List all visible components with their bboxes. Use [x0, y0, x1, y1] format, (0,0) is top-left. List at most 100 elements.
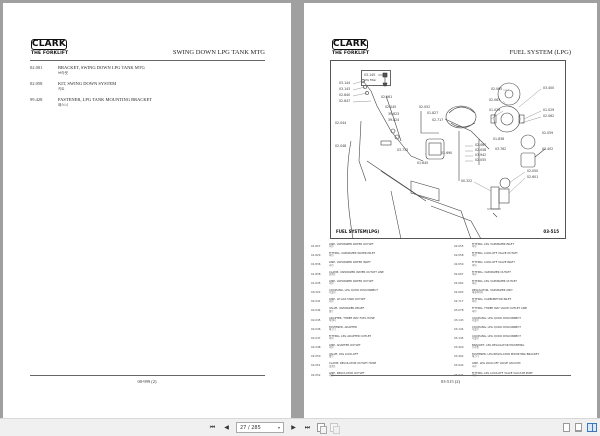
footer-divider [30, 375, 265, 376]
part-number: 01.645 [311, 280, 321, 285]
part-number: 03.143 [454, 317, 464, 322]
diagram-code: 03-515 [543, 229, 559, 234]
title-divider [30, 60, 265, 61]
part-description-text: LINE, VAPORIZER WATER OUTLET [329, 242, 374, 246]
diagram-caption: FUEL SYSTEM(LPG) [336, 229, 380, 234]
part-description-kr: 브라켓 [472, 346, 479, 350]
next-page-icon: ▶ [291, 424, 296, 431]
callout: 02.059 [542, 131, 554, 135]
page-title: FUEL SYSTEM (LPG) [509, 49, 571, 56]
table-row: 03.944FITTING, LPG LOCK-OFF VALVE VACUUM… [454, 370, 591, 381]
part-description-text: BRACKET, LPG REGULATOR MOUNTING [472, 343, 525, 348]
part-number: 02.067 [454, 271, 464, 276]
part-description-text: FASTENER, LPG TANK MOUNTING BRACKET [58, 97, 153, 102]
previous-view-button[interactable] [317, 423, 327, 434]
document-viewer[interactable]: CLARK THE FORKLIFT SWING DOWN LPG TANK M… [0, 0, 600, 418]
part-description-text: LINE, VAPORIZER WATER OUTLET [329, 278, 374, 283]
part-description-kr: 라인 [329, 281, 334, 285]
callout: 02.044 [335, 121, 347, 125]
two-page-view-icon[interactable] [587, 423, 597, 432]
part-description-text: LINE, LP GAS TANK OUTLET [329, 297, 366, 302]
diagram-drawing [347, 79, 546, 240]
part-description-text: FITTING, LPG LOCK-OFF VALVE VACUUM PORT [472, 370, 533, 375]
part-description-text: FASTENER, LPG REGULATOR MOUNTING BRACKET [472, 352, 539, 357]
chevron-down-icon[interactable]: ▾ [277, 425, 280, 430]
part-description-text: BRACKET, SWING DOWN LPG TANK MTG [58, 65, 145, 70]
callout: 02.840 [339, 93, 351, 97]
callout: 02.717 [432, 118, 444, 122]
last-page-button[interactable]: ⏭ [303, 422, 312, 433]
inset-note: LPG Filter [364, 79, 377, 82]
part-description-kr: 브라켓 [58, 70, 68, 75]
part-number: 03.145 [454, 335, 464, 340]
page-number-input[interactable]: 27 / 285 ▾ [236, 422, 284, 433]
part-description-text: LINE, REGULATOR OUTLET [329, 370, 365, 375]
callout: 02.065 [491, 87, 503, 91]
previous-page-button[interactable]: ◀ [222, 422, 231, 433]
part-description-kr: 밸브 [329, 355, 334, 359]
single-page-view-icon[interactable] [563, 423, 570, 432]
part-description-kr: 커플링 [472, 327, 479, 331]
part-description-text: LINE, VAPORIZER WATER INLET [329, 260, 371, 265]
part-description-kr: 밸브 [329, 309, 334, 313]
next-page-button[interactable]: ▶ [289, 422, 298, 433]
part-number: 02.001 [30, 65, 43, 70]
part-description-kr: 피팅 [329, 337, 334, 341]
part-description-text: COUPLING, LPG QUICK DISCONNECT [329, 287, 378, 292]
logo-brand: CLARK [332, 39, 368, 50]
view-mode-switcher [563, 423, 597, 432]
callout: 02.601 [527, 175, 539, 179]
part-row: 99.428 FASTENER, LPG TANK MOUNTING BRACK… [30, 97, 265, 107]
callout: 02.055 [475, 158, 487, 162]
part-description-kr: 피팅 [472, 263, 477, 267]
part-description-text: FITTING, LPG ADAPTER OUTLET [329, 333, 372, 338]
first-page-button[interactable]: ⏮ [208, 422, 217, 433]
callout: 03.402 [542, 147, 554, 151]
part-description-kr: 피팅 [329, 254, 334, 258]
filter-icon [378, 72, 388, 87]
part-description-text: FITTING, THREE WAY VALVE OUTLET LINE [472, 306, 528, 311]
part-number: 03.402 [454, 354, 464, 359]
part-description-text: FITTING, LPG VAPORIZER INLET [472, 242, 515, 246]
part-number: 02.045 [311, 317, 321, 322]
callout: 02.063 [489, 98, 501, 102]
previous-page-icon: ◀ [224, 424, 229, 431]
part-description-text: FITTING, LPG VAPORIZER OUTLET [472, 278, 517, 283]
part-number: 03.400 [454, 345, 464, 350]
part-description-text: LINE, ADAPTER OUTLET [329, 343, 361, 348]
part-description: FASTENER, LPG TANK MOUNTING BRACKET 패스너 [58, 97, 152, 107]
part-number: 01.827 [311, 244, 321, 248]
part-number: 02.047 [311, 335, 321, 340]
callout: 03.733 [397, 148, 409, 152]
clark-logo: CLARK THE FORKLIFT [332, 39, 369, 56]
clark-logo: CLARK THE FORKLIFT [31, 39, 69, 56]
part-description-kr: 커플링 [472, 337, 479, 341]
continuous-view-icon[interactable] [575, 423, 582, 432]
logo-tagline: THE FORKLIFT [31, 51, 69, 56]
next-view-button[interactable] [330, 423, 340, 434]
